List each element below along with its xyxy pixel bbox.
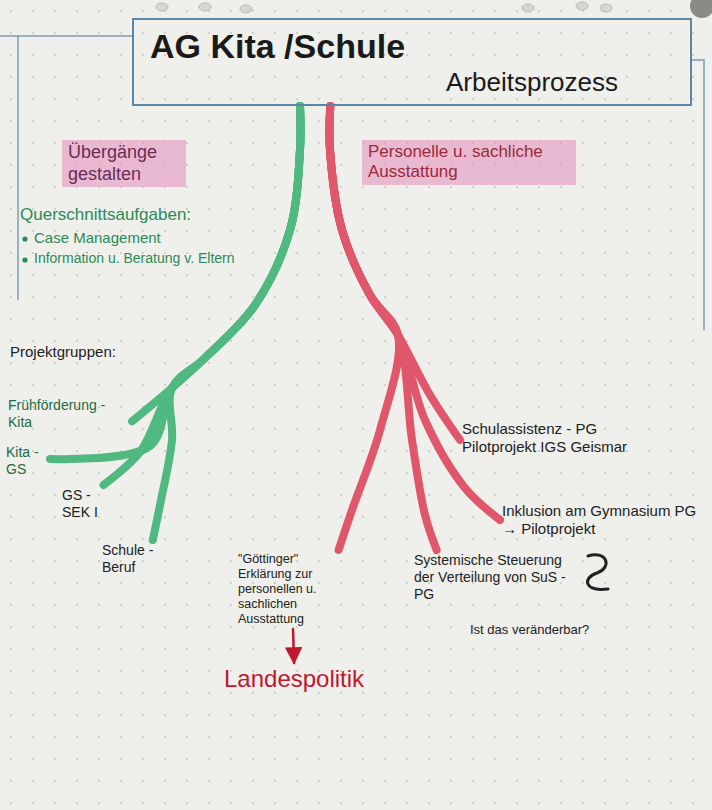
branch-node: Schule - Beruf <box>100 540 166 578</box>
arrow-connector <box>293 629 294 663</box>
node-text: Übergänge gestalten <box>68 142 180 185</box>
target-node: Landespolitik <box>222 663 366 696</box>
branch-node: GS - SEK I <box>60 485 118 523</box>
node-text: "Göttinger" Erklärung zur personellen u.… <box>238 552 348 627</box>
corner-clip <box>690 0 712 18</box>
squiggle-symbol <box>587 555 608 590</box>
node-text: Systemische Steuerung der Verteilung von… <box>414 552 574 602</box>
branch-node: Schulassistenz - PG Pilotprojekt IGS Gei… <box>460 418 665 458</box>
bullet-dots <box>22 236 27 262</box>
section-heading: Querschnittsaufgaben: <box>20 205 191 225</box>
section-heading: Projektgruppen: <box>10 343 116 361</box>
node-text: Personelle u. sachliche Ausstattung <box>368 142 570 183</box>
branch-node: Inklusion am Gymnasium PG → Pilotprojekt <box>500 500 705 540</box>
node-text: AG Kita /Schule <box>150 26 678 67</box>
side-note: Ist das veränderbar? <box>470 622 589 638</box>
node-text: Inklusion am Gymnasium PG → Pilotprojekt <box>502 502 703 538</box>
bullet-item: Information u. Beratung v. Eltern <box>34 250 244 267</box>
node-text: GS - SEK I <box>62 487 116 521</box>
node-text: Schulassistenz - PG Pilotprojekt IGS Gei… <box>462 420 663 456</box>
branch-node: Kita - GS <box>4 442 50 480</box>
node-text: Schule - Beruf <box>102 542 164 576</box>
frame-lines <box>0 36 704 330</box>
punch-holes <box>156 2 612 13</box>
node-text: Kita - GS <box>6 444 48 478</box>
highlight-heading: Personelle u. sachliche Ausstattung <box>362 140 576 185</box>
node-text: Frühförderung - Kita <box>8 397 130 431</box>
branch-node: Frühförderung - Kita <box>6 395 132 433</box>
node-text: Landespolitik <box>224 665 364 694</box>
branch-node: "Göttinger" Erklärung zur personellen u.… <box>236 550 350 629</box>
title-box: AG Kita /SchuleArbeitsprozess <box>132 18 692 106</box>
bullet-item: Case Management <box>34 229 161 247</box>
branch-node: Systemische Steuerung der Verteilung von… <box>412 550 576 604</box>
highlight-heading: Übergänge gestalten <box>62 140 186 187</box>
node-subtext: Arbeitsprozess <box>446 67 678 98</box>
